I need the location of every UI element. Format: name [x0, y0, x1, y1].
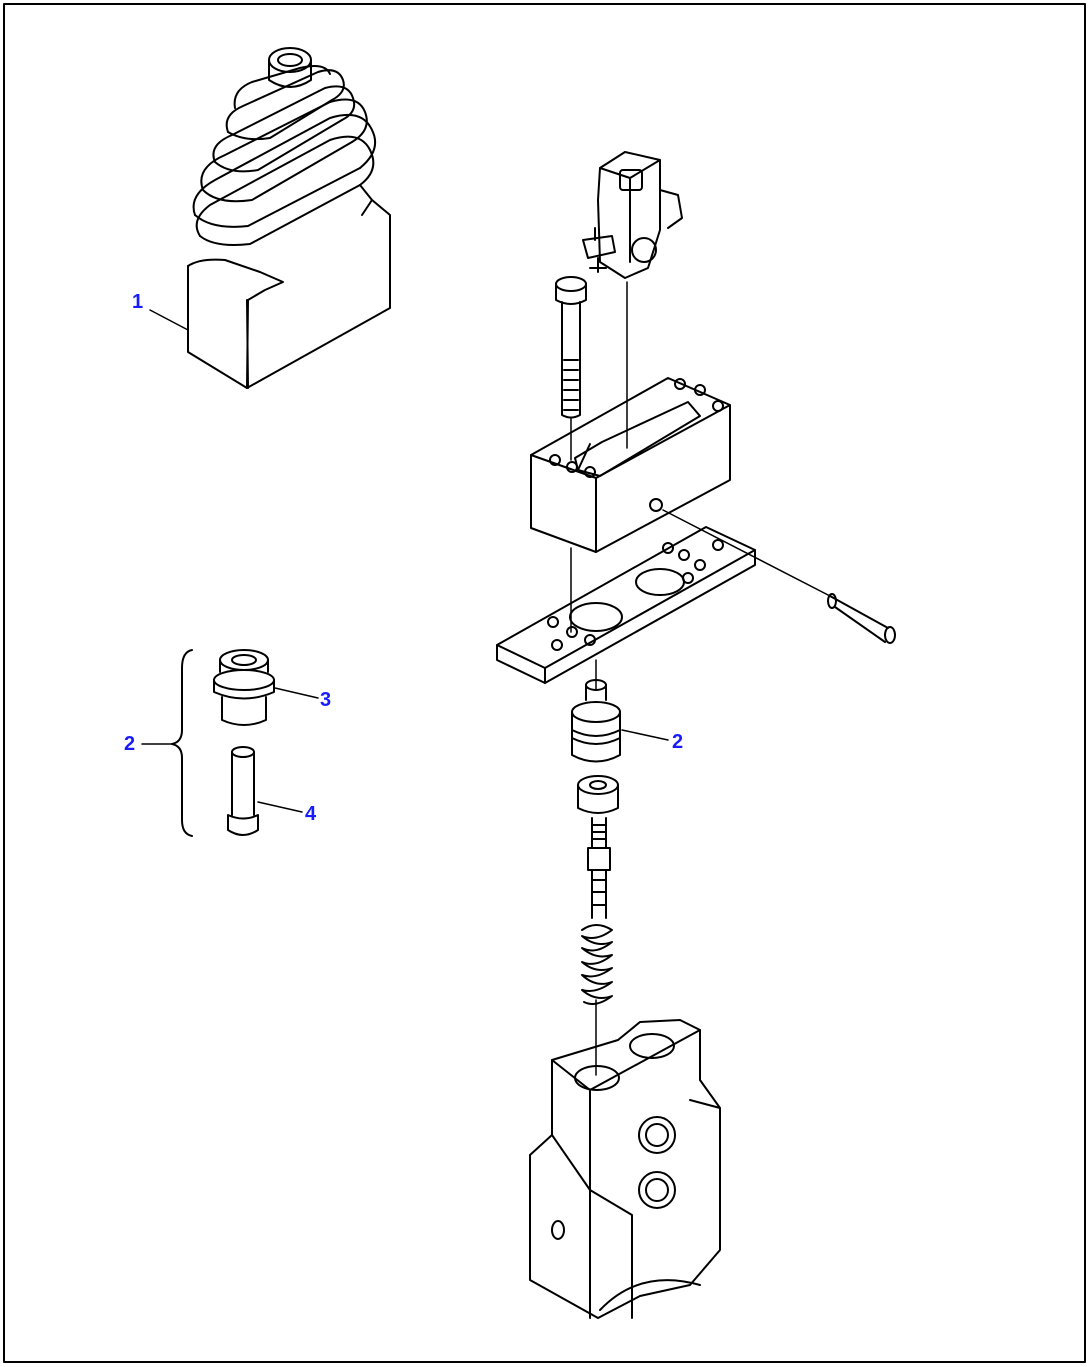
leader-line-2-assembly	[621, 729, 669, 741]
valve-housing-block	[530, 377, 731, 553]
callout-2-assembly: 2	[672, 731, 683, 753]
mounting-plate	[496, 526, 756, 684]
rubber-boot-part	[187, 47, 391, 389]
valve-body-part	[529, 1019, 721, 1319]
leader-line-1	[149, 309, 189, 331]
leader-line-4	[257, 801, 303, 813]
callout-4: 4	[305, 803, 317, 825]
leader-line-3	[274, 687, 319, 699]
cap-screw-part	[555, 276, 587, 419]
piston-part	[227, 746, 259, 836]
piston-assembly-part	[571, 679, 621, 1005]
pin-part	[827, 593, 896, 644]
group-bracket	[171, 649, 193, 837]
callout-3: 3	[320, 689, 331, 711]
plug-part	[213, 649, 275, 726]
lever-bracket-part	[582, 151, 683, 279]
callout-1: 1	[132, 291, 143, 313]
callout-2-group: 2	[124, 733, 135, 755]
